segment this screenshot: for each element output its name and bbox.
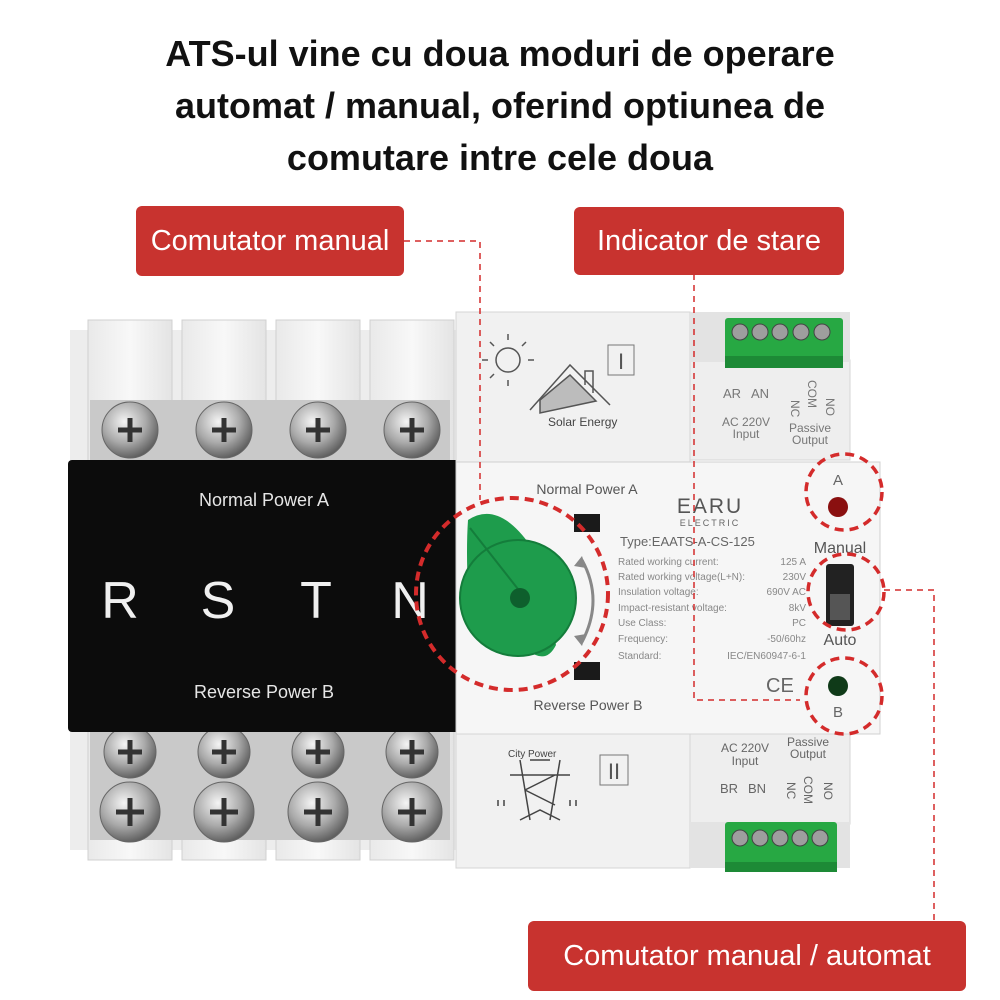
solar-energy-icon [482,334,611,414]
phase-cover [68,460,468,732]
bottom-input-label-bn: BN [748,781,766,796]
roman-two: II [608,759,620,784]
callout-manual-switch: Comutator manual [136,206,404,276]
spec-label: Use Class: [618,618,666,629]
phase-letter-s: S [201,572,236,630]
spec-label: Impact-resistant voltage: [618,603,727,614]
bottom-input-spec-2: Input [732,754,759,768]
spec-label: Frequency: [618,634,668,645]
cover-label-normal-power-a: Normal Power A [199,490,329,510]
phase-letter-n: N [391,572,429,630]
slider-knob [830,594,850,620]
bottom-output-com: COM [801,776,815,804]
spec-label: Standard: [618,651,661,662]
connector-status-indicator [693,274,800,701]
indicator-window-a [574,514,600,532]
rotation-arrow-head-bottom [574,634,586,646]
top-output-nc: NC [788,400,802,418]
top-passive-1: Passive [789,421,831,435]
top-passive-2: Output [792,433,829,447]
city-power-icon [497,759,577,821]
manual-switch-handle[interactable] [459,513,577,657]
brand-logo: EARU [677,495,743,518]
led-label-b: B [833,704,843,721]
spec-value: -50/60hz [767,634,806,645]
connector-manual-switch [404,240,481,500]
spec-value: PC [792,618,806,629]
panel-normal-power-a: Normal Power A [536,481,638,497]
headline: ATS-ul vine cu doua moduri de operare au… [0,28,1000,184]
ce-mark: CE [766,675,794,697]
spec-value: 125 A [780,557,806,568]
panel-reverse-power-b: Reverse Power B [534,697,643,713]
rotation-arrow-icon [580,559,595,643]
solar-energy-text: Solar Energy [548,415,617,429]
roman-two-box [599,754,629,786]
bottom-input-label-br: BR [720,781,738,796]
spec-value: 8kV [789,603,807,614]
bottom-passive-1: Passive [787,735,829,749]
led-a-red-icon [828,497,848,517]
led-b-green-icon [828,676,848,696]
bottom-terminal-block [725,822,837,872]
highlight-led-a [804,452,884,532]
bottom-input-spec-1: AC 220V [721,741,769,755]
headline-line-3: comutare intre cele doua [286,137,714,178]
headline-line-1: ATS-ul vine cu doua moduri de operare [165,33,835,74]
rotation-arrow-head-top [574,556,586,568]
indicator-window-b [574,662,600,680]
bottom-passive-2: Output [790,747,827,761]
spec-value: 230V [783,572,807,583]
top-input-label-ar: AR [723,386,741,401]
callout-status-indicator: Indicator de stare [574,207,844,275]
highlight-slider [806,552,886,632]
city-power-text: City Power [508,749,557,760]
screws-top-row [101,401,441,459]
top-terminal-block [725,318,843,368]
auto-label: Auto [824,632,857,649]
top-output-no: NO [823,398,837,416]
roman-one-box [607,344,635,376]
screws-bottom-rows [99,725,443,843]
device-type: Type:EAATS-A-CS-125 [620,534,755,549]
highlight-manual-switch [414,496,610,692]
spec-value: IEC/EN60947-6-1 [727,651,806,662]
top-input-label-an: AN [751,386,769,401]
top-output-com: COM [805,380,819,408]
brand-sub: ELECTRIC [680,518,741,528]
callout-manual-auto-switch: Comutator manual / automat [528,921,966,991]
phase-letter-t: T [300,572,332,630]
spec-table: Rated working current: 125 A Rated worki… [618,557,806,662]
bottom-output-no: NO [821,782,835,800]
spec-label: Rated working current: [618,557,719,568]
spec-label: Insulation voltage: [618,587,699,598]
manual-label: Manual [814,540,866,557]
phase-letter-r: R [101,572,139,630]
highlight-led-b [804,656,884,736]
led-label-a: A [833,472,843,489]
bottom-output-nc: NC [784,782,798,800]
top-input-spec-1: AC 220V [722,415,770,429]
roman-one: I [618,349,624,374]
headline-line-2: automat / manual, oferind optiunea de [174,85,826,126]
connector-manual-auto [884,589,935,922]
top-input-spec-2: Input [733,427,760,441]
spec-value: 690V AC [767,587,806,598]
cover-label-reverse-power-b: Reverse Power B [194,682,334,702]
spec-label: Rated working voltage(L+N): [618,572,745,583]
